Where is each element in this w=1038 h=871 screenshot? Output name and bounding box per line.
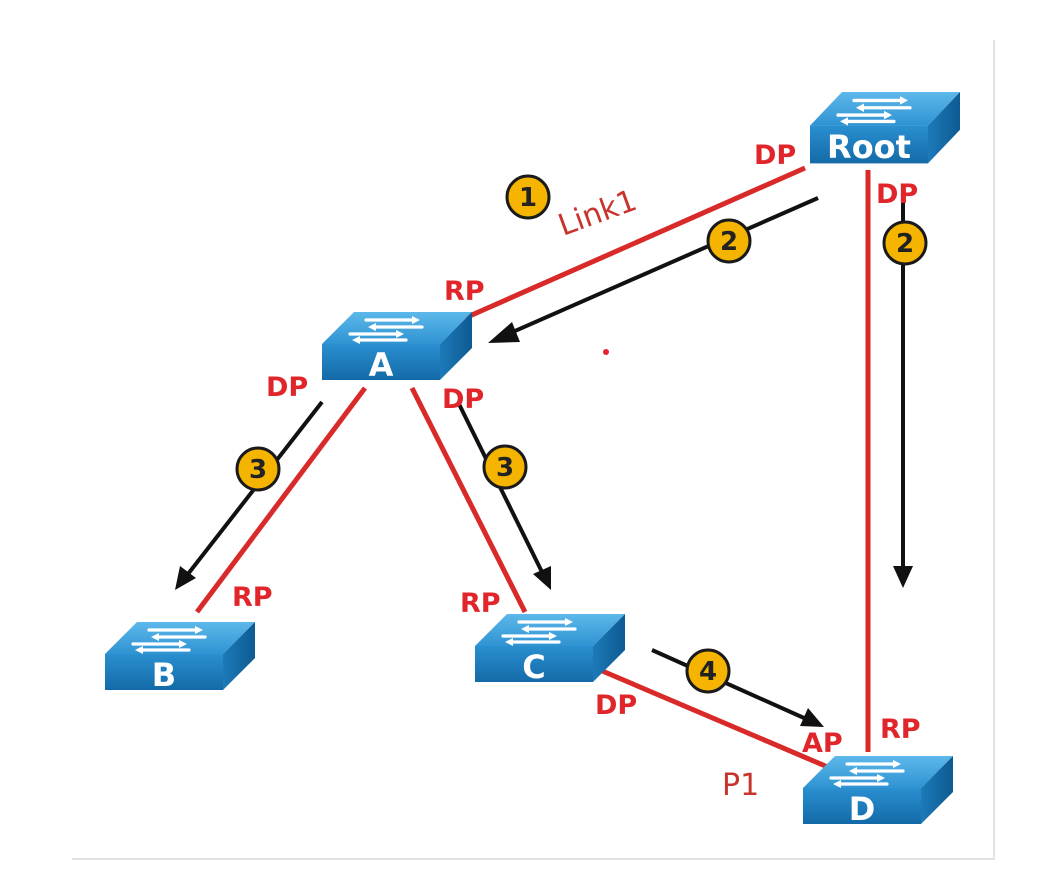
switch-c[interactable]: C [473, 612, 627, 686]
port-root-to-d: DP [876, 179, 918, 210]
port-d-to-root: RP [880, 714, 921, 745]
switch-b[interactable]: B [103, 620, 257, 694]
step-badge-4: 4 [685, 648, 731, 694]
step-badge-3-right-number: 3 [496, 453, 514, 483]
port-c-to-d: DP [595, 690, 637, 721]
switch-c-label: C [522, 648, 545, 686]
port-a-to-b: DP [266, 372, 308, 403]
switch-a-label: A [369, 346, 394, 384]
switch-root-label: Root [827, 128, 911, 166]
step-badge-2-right: 2 [882, 220, 928, 266]
port-a-to-root: RP [444, 276, 485, 307]
step-badge-1-number: 1 [519, 183, 537, 213]
link-c-d [599, 667, 831, 771]
switch-root[interactable]: Root [808, 90, 962, 166]
port-root-to-a: DP [754, 140, 796, 171]
port-b-to-a: RP [232, 582, 273, 613]
port-labels: DP DP RP DP DP RP RP DP AP RP [232, 140, 921, 759]
switch-d-label: D [849, 790, 876, 828]
switch-a[interactable]: A [320, 310, 474, 384]
link-a-c [409, 386, 528, 614]
links [195, 165, 871, 771]
arrow-c-to-d [651, 648, 824, 727]
port-c-to-a: RP [460, 588, 501, 619]
frame-bottom-edge [72, 858, 995, 860]
switch-b-label: B [152, 656, 176, 694]
step-badges: 1 2 2 3 3 4 [235, 174, 928, 694]
link1-label: Link1 [554, 183, 642, 243]
step-badge-2-right-number: 2 [896, 229, 914, 259]
step-badge-4-number: 4 [699, 657, 717, 687]
arrow-a-to-b [175, 400, 324, 590]
arrow-root-to-a [488, 196, 819, 343]
link-root-a [463, 165, 807, 321]
frame-right-edge [993, 40, 995, 860]
p1-label: P1 [722, 768, 759, 803]
switch-d[interactable]: D [801, 754, 955, 828]
step-badge-1: 1 [505, 174, 551, 220]
step-badge-2-left: 2 [706, 218, 752, 264]
port-a-to-c: DP [442, 384, 484, 415]
step-badge-3-left-number: 3 [249, 455, 267, 485]
port-d-to-c: AP [802, 728, 843, 759]
arrow-a-to-c [456, 401, 551, 590]
step-badge-3-left: 3 [235, 446, 281, 492]
link-a-b [195, 386, 367, 614]
step-badge-2-left-number: 2 [720, 227, 738, 257]
step-badge-3-right: 3 [482, 444, 528, 490]
stray-dot [603, 349, 609, 355]
